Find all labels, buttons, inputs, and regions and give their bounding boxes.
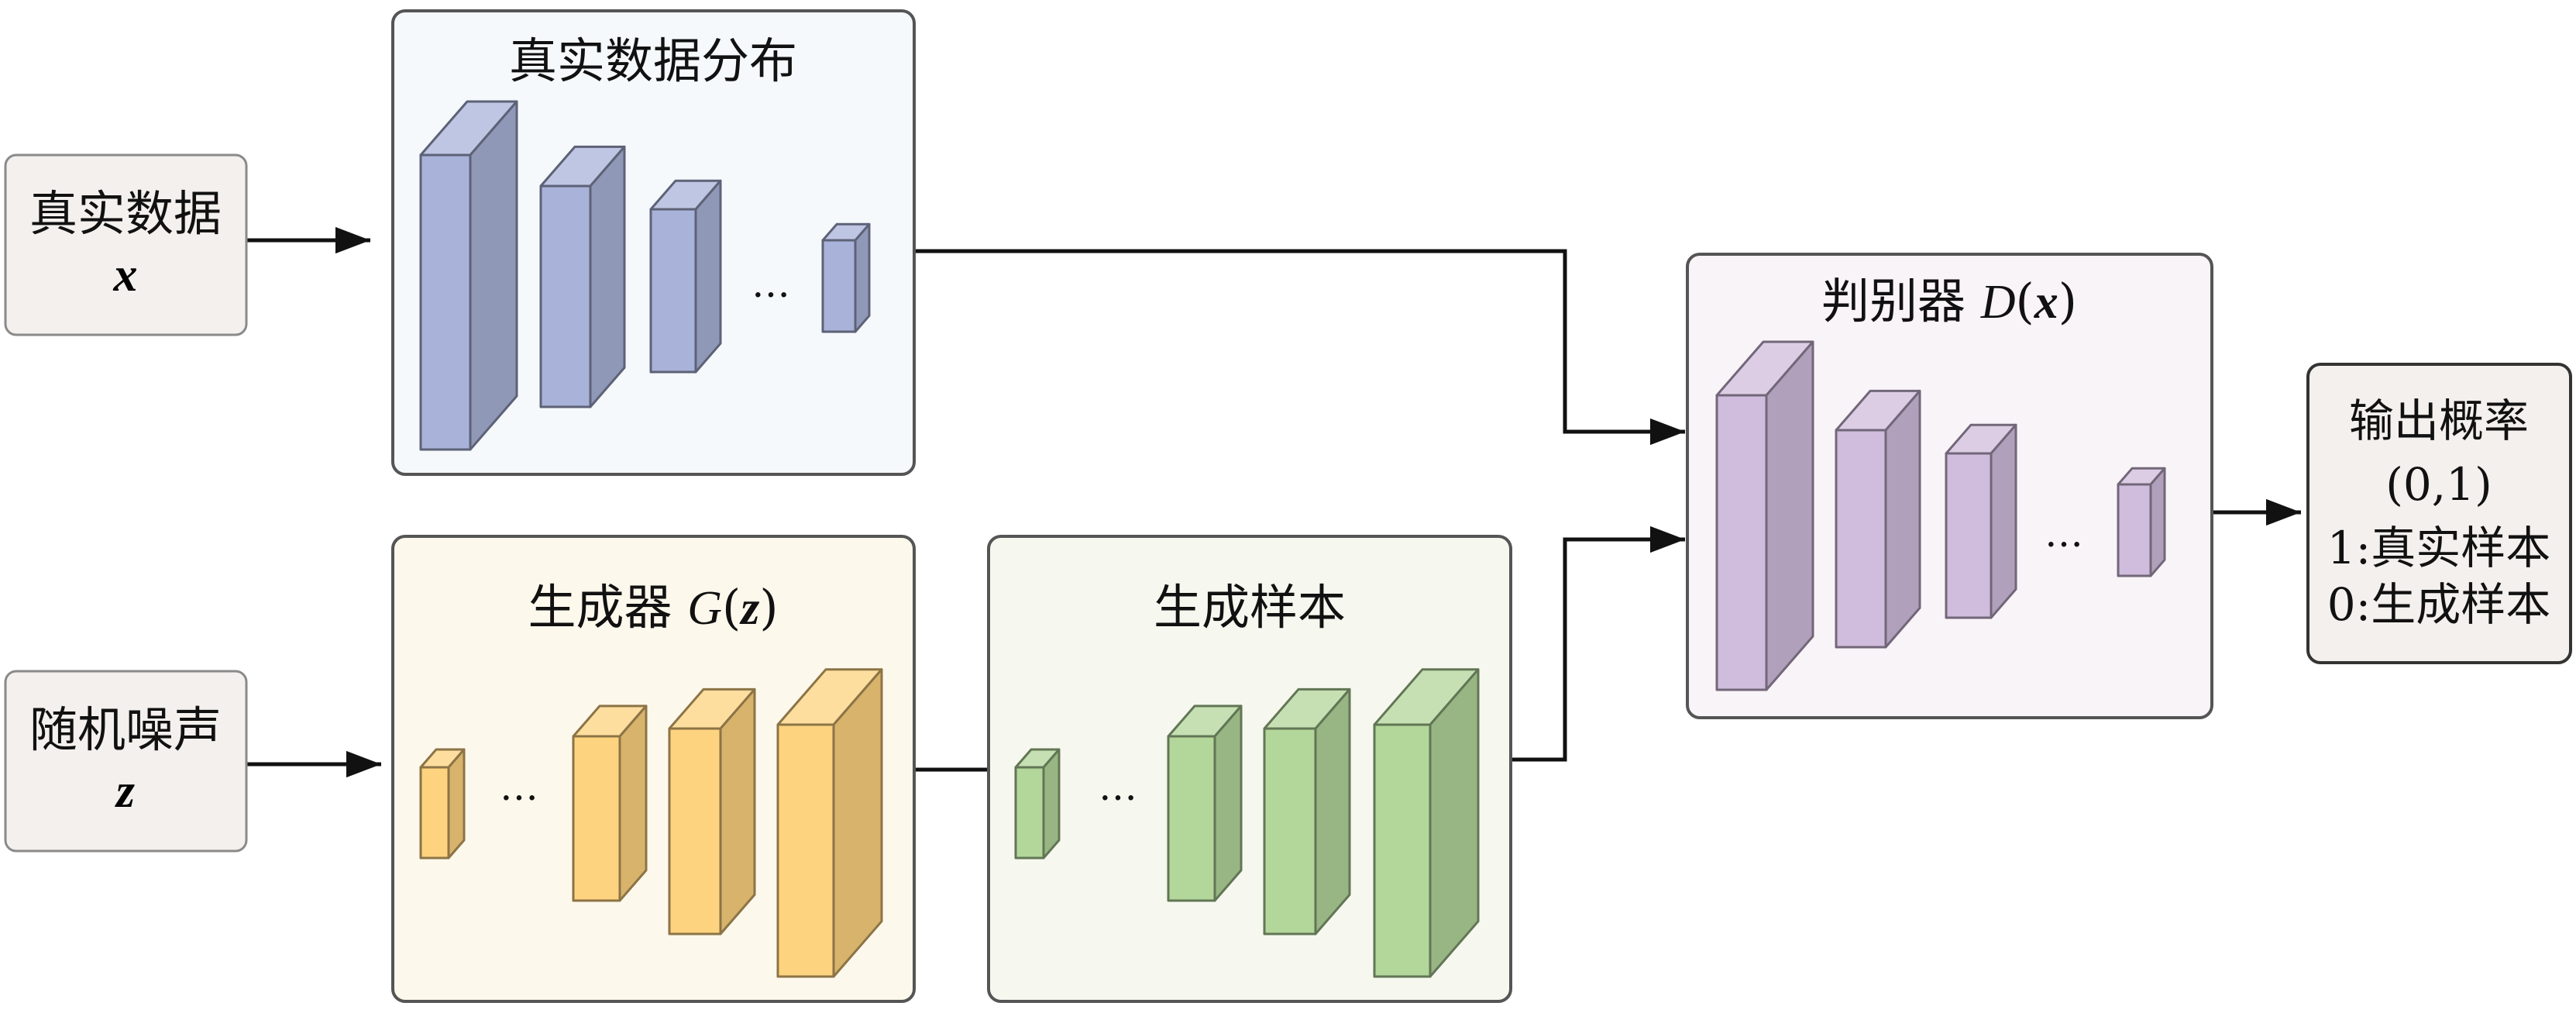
discriminator-title: 判别器 D(x) xyxy=(1821,273,2077,329)
connectors xyxy=(246,226,2301,778)
real-data-box xyxy=(4,153,248,336)
blue-layer-block-1 xyxy=(419,100,518,451)
output-box: 输出概率 (0,1) 1:真实样本 0:生成样本 xyxy=(2306,363,2572,664)
orange-layer-block-4 xyxy=(776,668,883,978)
generated-samples-ellipsis: … xyxy=(1099,764,1137,809)
discriminator-var: x xyxy=(2034,276,2058,329)
purple-layer-block-2 xyxy=(1835,389,1921,649)
generated-samples-panel: 生成样本 … xyxy=(987,535,1512,1003)
orange-layer-block-1 xyxy=(419,748,466,860)
blue-layer-block-2 xyxy=(539,145,626,408)
noise-input: 随机噪声 z xyxy=(4,670,248,853)
generator-title-text: 生成器 xyxy=(528,579,672,636)
discriminator-title-text: 判别器 xyxy=(1821,273,1966,329)
arrow-distribution-to-discriminator xyxy=(914,249,1685,446)
noise-label: 随机噪声 xyxy=(29,701,222,758)
generator-func: G xyxy=(687,582,722,635)
real-distribution-ellipsis: … xyxy=(751,261,790,306)
noise-box xyxy=(4,670,248,853)
blue-layer-block-4 xyxy=(821,222,871,333)
generator-title: 生成器 G(z) xyxy=(528,579,778,636)
orange-layer-block-3 xyxy=(668,687,756,935)
output-line2: (0,1) xyxy=(2385,458,2492,511)
purple-layer-block-4 xyxy=(2117,467,2166,577)
real-data-input: 真实数据 x xyxy=(4,153,248,336)
green-layer-block-1 xyxy=(1014,748,1061,860)
real-data-label: 真实数据 xyxy=(29,185,222,242)
purple-blocks xyxy=(1715,340,2166,691)
green-layer-block-3 xyxy=(1263,687,1351,935)
arrow-samples-to-discriminator xyxy=(1511,525,1685,762)
noise-symbol: z xyxy=(115,765,135,818)
output-line4: 0:生成样本 xyxy=(2327,578,2550,631)
generator-var: z xyxy=(739,582,759,635)
generator-ellipsis: … xyxy=(500,764,538,809)
output-line1: 输出概率 xyxy=(2349,395,2529,447)
green-layer-block-4 xyxy=(1373,668,1480,978)
green-layer-block-2 xyxy=(1167,705,1243,902)
output-line3: 1:真实样本 xyxy=(2327,522,2550,574)
purple-layer-block-1 xyxy=(1715,340,1814,691)
discriminator-func: D xyxy=(1980,276,2016,329)
orange-blocks xyxy=(419,668,883,978)
discriminator-panel: 判别器 D(x) … xyxy=(1686,253,2213,719)
discriminator-ellipsis: … xyxy=(2045,511,2083,556)
real-distribution-title: 真实数据分布 xyxy=(509,33,797,89)
real-distribution-panel: 真实数据分布 … xyxy=(391,9,916,476)
blue-layer-block-3 xyxy=(649,179,722,374)
purple-layer-block-3 xyxy=(1945,423,2017,619)
orange-layer-block-2 xyxy=(572,705,648,902)
real-data-symbol: x xyxy=(113,249,138,301)
generator-panel: 生成器 G(z) … xyxy=(391,535,916,1003)
blue-blocks xyxy=(419,100,871,451)
generated-samples-title: 生成样本 xyxy=(1154,579,1346,636)
output-frame xyxy=(2306,363,2572,664)
green-blocks xyxy=(1014,668,1480,978)
